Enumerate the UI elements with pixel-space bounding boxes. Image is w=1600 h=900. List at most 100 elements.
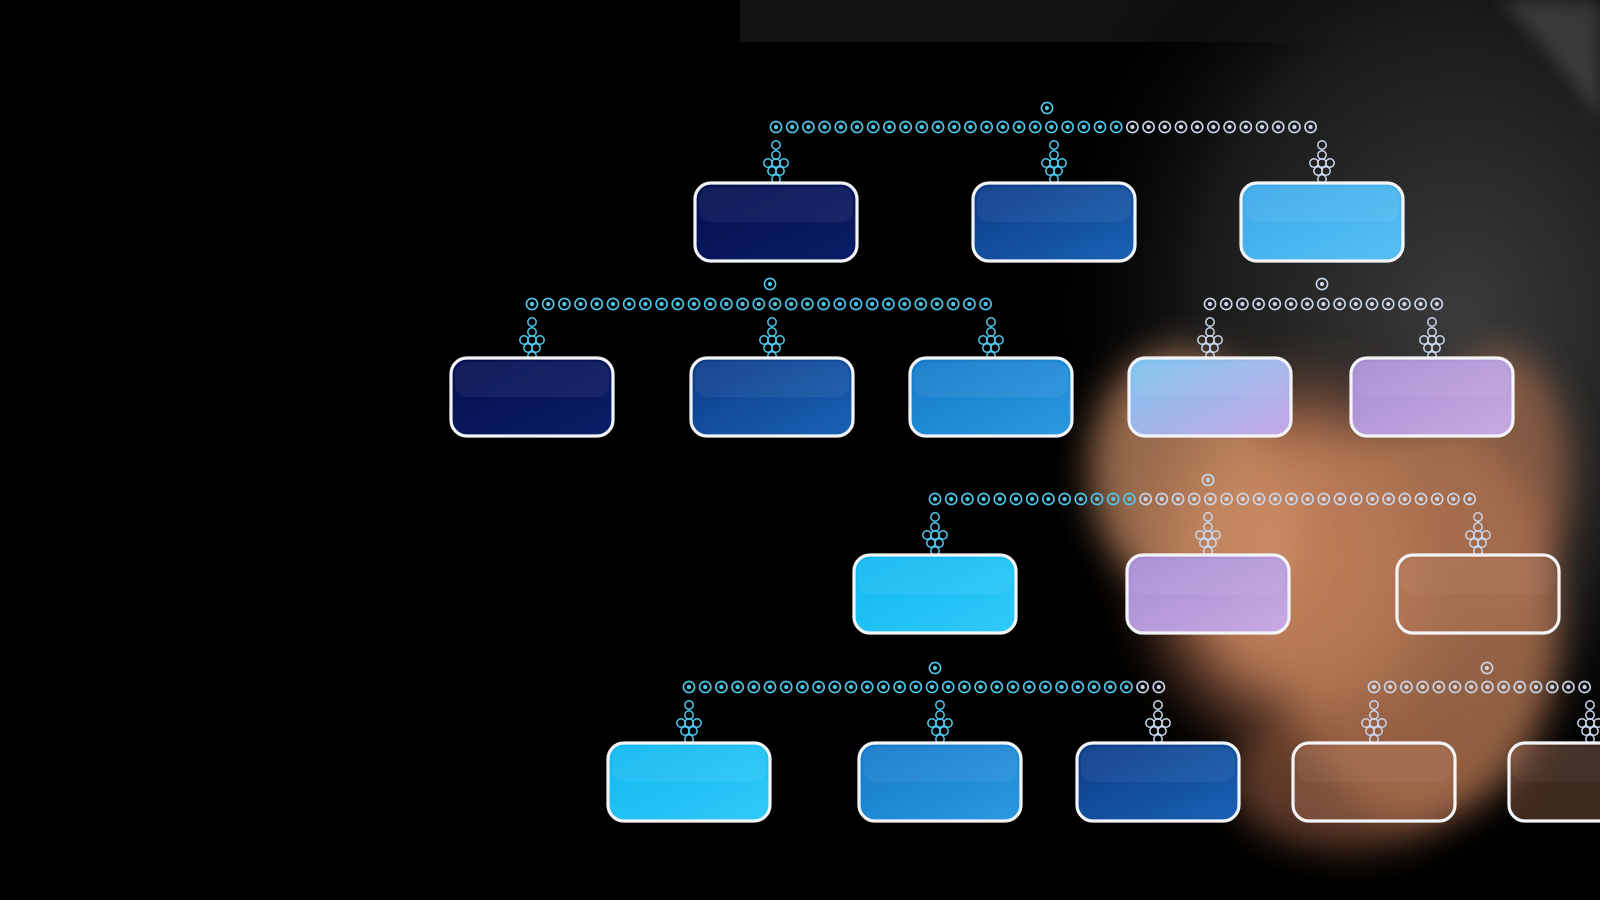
- org-box-fill: [1075, 741, 1241, 823]
- connector-dot: [893, 680, 906, 694]
- org-box-l2-5: [1349, 356, 1515, 438]
- connector-dot: [1304, 120, 1317, 134]
- org-box-fill: [908, 356, 1074, 438]
- connector-dot: [1236, 492, 1250, 506]
- connector-dot: [930, 297, 944, 311]
- connector-dot: [812, 680, 825, 694]
- org-box-l1-3: [1239, 181, 1405, 263]
- connector-dot: [1155, 492, 1169, 506]
- connector-dot: [1578, 680, 1591, 694]
- connector-dot: [1416, 680, 1429, 694]
- connector-dot: [1071, 680, 1085, 694]
- connector-dot: [1317, 492, 1331, 506]
- org-box-l3-1: [852, 553, 1018, 635]
- connector-dot: [784, 297, 798, 311]
- connector-dot: [1087, 680, 1101, 694]
- org-box-fill: [1125, 553, 1291, 635]
- connector-dot: [1207, 120, 1220, 134]
- connector-dot: [909, 680, 923, 694]
- connector-origin-dot: [1480, 661, 1494, 675]
- connector-dot: [655, 297, 668, 311]
- connector-dot: [736, 297, 749, 311]
- connector-dot: [768, 297, 782, 311]
- connector-dot: [925, 680, 939, 694]
- connector-dot: [850, 120, 864, 134]
- connector-dot: [574, 297, 587, 311]
- connector-dot: [1203, 297, 1217, 311]
- connector-dot: [883, 120, 896, 134]
- connector-dot: [1074, 492, 1088, 506]
- connector-dot: [1028, 120, 1042, 134]
- connector-dot: [1126, 120, 1139, 134]
- connector-dot: [1093, 120, 1107, 134]
- connector-dot: [763, 680, 777, 694]
- connector-dot: [1414, 297, 1427, 311]
- org-box-fill: [693, 181, 859, 263]
- connector-origin-dot: [1315, 277, 1329, 291]
- connector-dot: [558, 297, 571, 311]
- connector-dot: [993, 492, 1007, 506]
- connector-dot: [1382, 492, 1395, 506]
- org-box-l1-1: [693, 181, 859, 263]
- connector-dot: [898, 297, 911, 311]
- org-box-fill: [971, 181, 1137, 263]
- connector-dot: [1333, 297, 1346, 311]
- connector-dot: [1463, 492, 1476, 506]
- connector-dot: [1268, 492, 1282, 506]
- connector-dot: [1301, 492, 1314, 506]
- connector-dot: [715, 680, 728, 694]
- connector-dot: [1398, 492, 1412, 506]
- connector-dot: [1171, 492, 1185, 506]
- connector-dot: [1223, 120, 1236, 134]
- connector-dot: [941, 680, 955, 694]
- connector-dot: [682, 680, 696, 694]
- connector-dot: [980, 120, 993, 134]
- connector-dot: [1025, 492, 1039, 506]
- connector-dot: [1136, 680, 1149, 694]
- connector-dot: [1400, 680, 1413, 694]
- connector-dot: [769, 120, 783, 134]
- connector-dot: [1204, 492, 1217, 506]
- connector-dot: [687, 297, 701, 311]
- connector-dot: [1009, 492, 1023, 506]
- connector-dot: [703, 297, 717, 311]
- connector-dot: [1239, 120, 1253, 134]
- connector-dot: [1432, 680, 1446, 694]
- connector-dot: [1106, 492, 1120, 506]
- connector-dot: [1152, 680, 1166, 694]
- connector-dot: [1464, 680, 1478, 694]
- connector-dot: [866, 120, 880, 134]
- connector-dot: [606, 297, 620, 311]
- connector-dot: [1448, 680, 1462, 694]
- org-box-l4-1: [606, 741, 772, 823]
- org-box-fill: [1507, 741, 1600, 823]
- connector-dot: [698, 680, 712, 694]
- connector-dot: [1381, 297, 1395, 311]
- connector-dot: [1349, 297, 1363, 311]
- org-box-fill: [1239, 181, 1405, 263]
- org-box-l2-2: [689, 356, 855, 438]
- connector-dot: [947, 120, 961, 134]
- connector-dot: [720, 297, 733, 311]
- connector-dot: [961, 492, 974, 506]
- connector-dot: [1123, 492, 1136, 506]
- connector-dot: [1529, 680, 1543, 694]
- connector-dot: [1042, 492, 1055, 506]
- org-box-fill: [1291, 741, 1457, 823]
- connector-dot: [671, 297, 685, 311]
- connector-dot: [915, 120, 929, 134]
- connector-level-4-2: [1361, 661, 1600, 744]
- org-box-l4-3: [1075, 741, 1241, 823]
- org-box-fill: [449, 356, 615, 438]
- connector-dot: [1045, 120, 1058, 134]
- connector-dot: [1545, 680, 1559, 694]
- connector-dot: [964, 120, 977, 134]
- connector-dot: [1220, 492, 1233, 506]
- connector-dot: [844, 680, 858, 694]
- org-box-l3-3: [1395, 553, 1561, 635]
- connector-level-4-1: [676, 661, 1171, 744]
- connector-dot: [1090, 492, 1104, 506]
- connector-dot: [779, 680, 793, 694]
- org-box-l2-4: [1127, 356, 1293, 438]
- connector-dot: [622, 297, 636, 311]
